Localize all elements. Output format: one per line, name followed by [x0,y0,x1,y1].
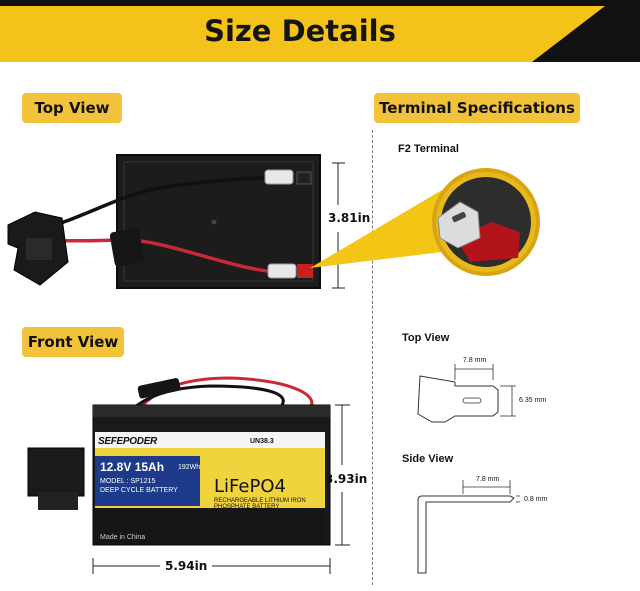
front-plug-body [38,492,78,510]
front-width-label: 5.94in [165,559,208,573]
battery-screw [211,219,217,225]
fuse-holder [109,228,145,267]
spade-connector-red [267,263,297,279]
battery-chemistry: LiFePO4 [214,476,286,497]
section-divider [372,130,373,585]
black-wire [44,176,271,230]
terminal-specs-tag: Terminal Specifications [374,93,580,123]
front-fuse [137,378,181,399]
page-title: Size Details [204,14,396,48]
battery-label-blue [95,456,200,506]
battery-cert: UN38.3 [250,438,274,445]
terminal-positive [297,264,313,278]
terminal-tab-slot [452,211,466,223]
battery-top-cap [93,405,330,417]
terminal-negative [296,171,312,185]
plug-socket [26,238,52,260]
sv-width-label: 7.8 mm [476,476,500,483]
battery-desc1: RECHARGEABLE LITHIUM IRON [214,498,306,504]
sv-thickness-label: 0.8 mm [524,496,548,503]
terminal-name: F2 Terminal [398,143,459,155]
tv-slot [462,397,482,404]
battery-top-inner [123,161,314,282]
spade-connector-black [264,169,294,185]
battery-label-dark [95,508,325,544]
tv-height-label: 6.35 mm [519,397,547,404]
terminal-metal-tab [437,201,481,249]
sv-outline [417,495,515,574]
battery-model: MODEL : SP1215 [100,478,156,485]
battery-label-white [95,432,325,448]
header-banner-accent [0,6,605,62]
battery-desc2: PHOSPHATE BATTERY [214,504,280,510]
battery-spec: 12.8V 15Ah [100,460,165,474]
front-view-tag: Front View [22,327,124,357]
battery-type: DEEP CYCLE BATTERY [100,487,178,494]
top-view-height-label: 3.81in [328,211,371,225]
tv-outline [417,375,499,423]
battery-wh: 192Wh [178,464,201,471]
front-height-label: 3.93in [325,472,368,486]
front-plug [27,447,85,497]
battery-brand: SEFEPODER [98,436,157,447]
tv-width-label: 7.8 mm [463,357,487,364]
terminal-top-view-label: Top View [402,332,450,344]
battery-origin: Made in China [100,534,146,541]
terminal-side-view-label: Side View [402,453,454,465]
callout-wedge [310,190,442,268]
top-view-tag: Top View [22,93,122,123]
